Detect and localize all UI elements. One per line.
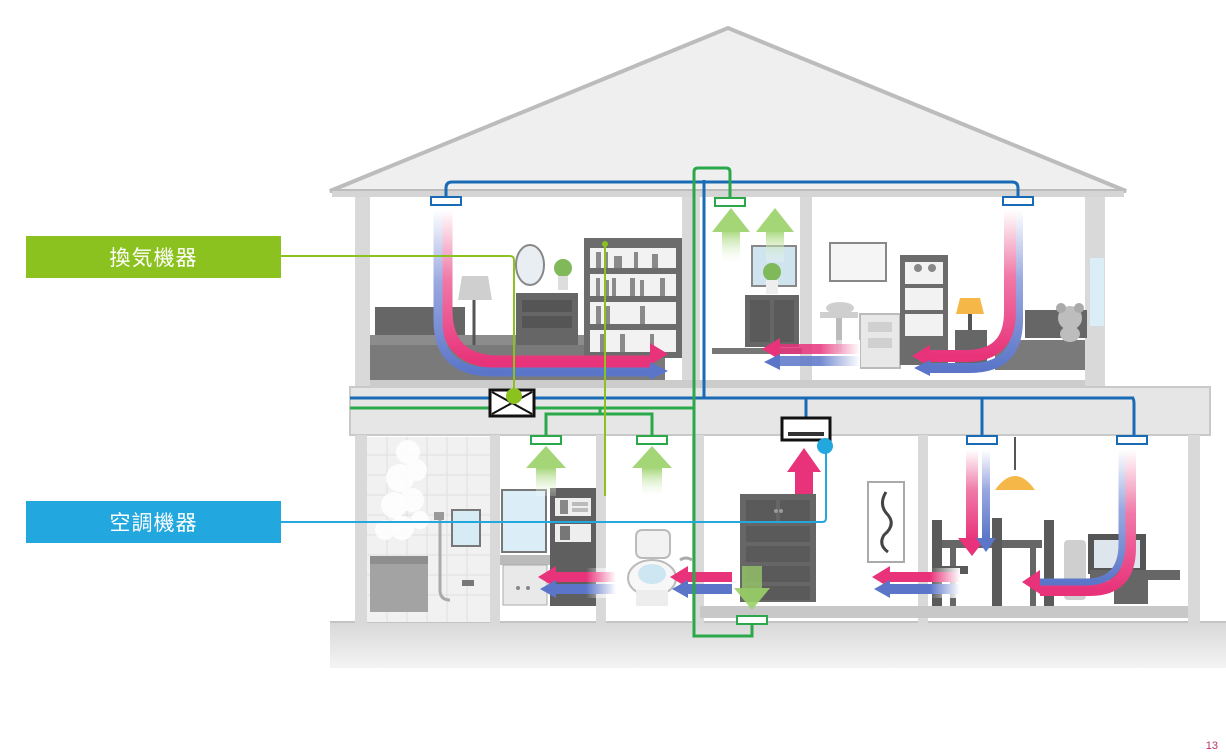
ground	[330, 622, 1226, 668]
fresh-air-arrows	[526, 208, 794, 610]
window	[1090, 258, 1104, 326]
vents	[430, 196, 1148, 625]
leader-ventilation	[281, 241, 608, 496]
hall	[740, 481, 905, 602]
air-conditioning-label: 空調機器	[26, 501, 281, 543]
roof	[329, 25, 1127, 193]
bathroom	[367, 437, 490, 622]
ventilation-label: 換気機器	[26, 236, 281, 278]
page-number: 13	[1205, 740, 1218, 752]
leader-air-conditioning	[264, 438, 833, 523]
airflow-downstairs	[538, 448, 1136, 598]
airflow-upstairs	[433, 210, 1023, 380]
air-conditioner-unit	[780, 416, 832, 442]
toilet-room	[627, 529, 693, 606]
closet-room	[712, 245, 802, 354]
